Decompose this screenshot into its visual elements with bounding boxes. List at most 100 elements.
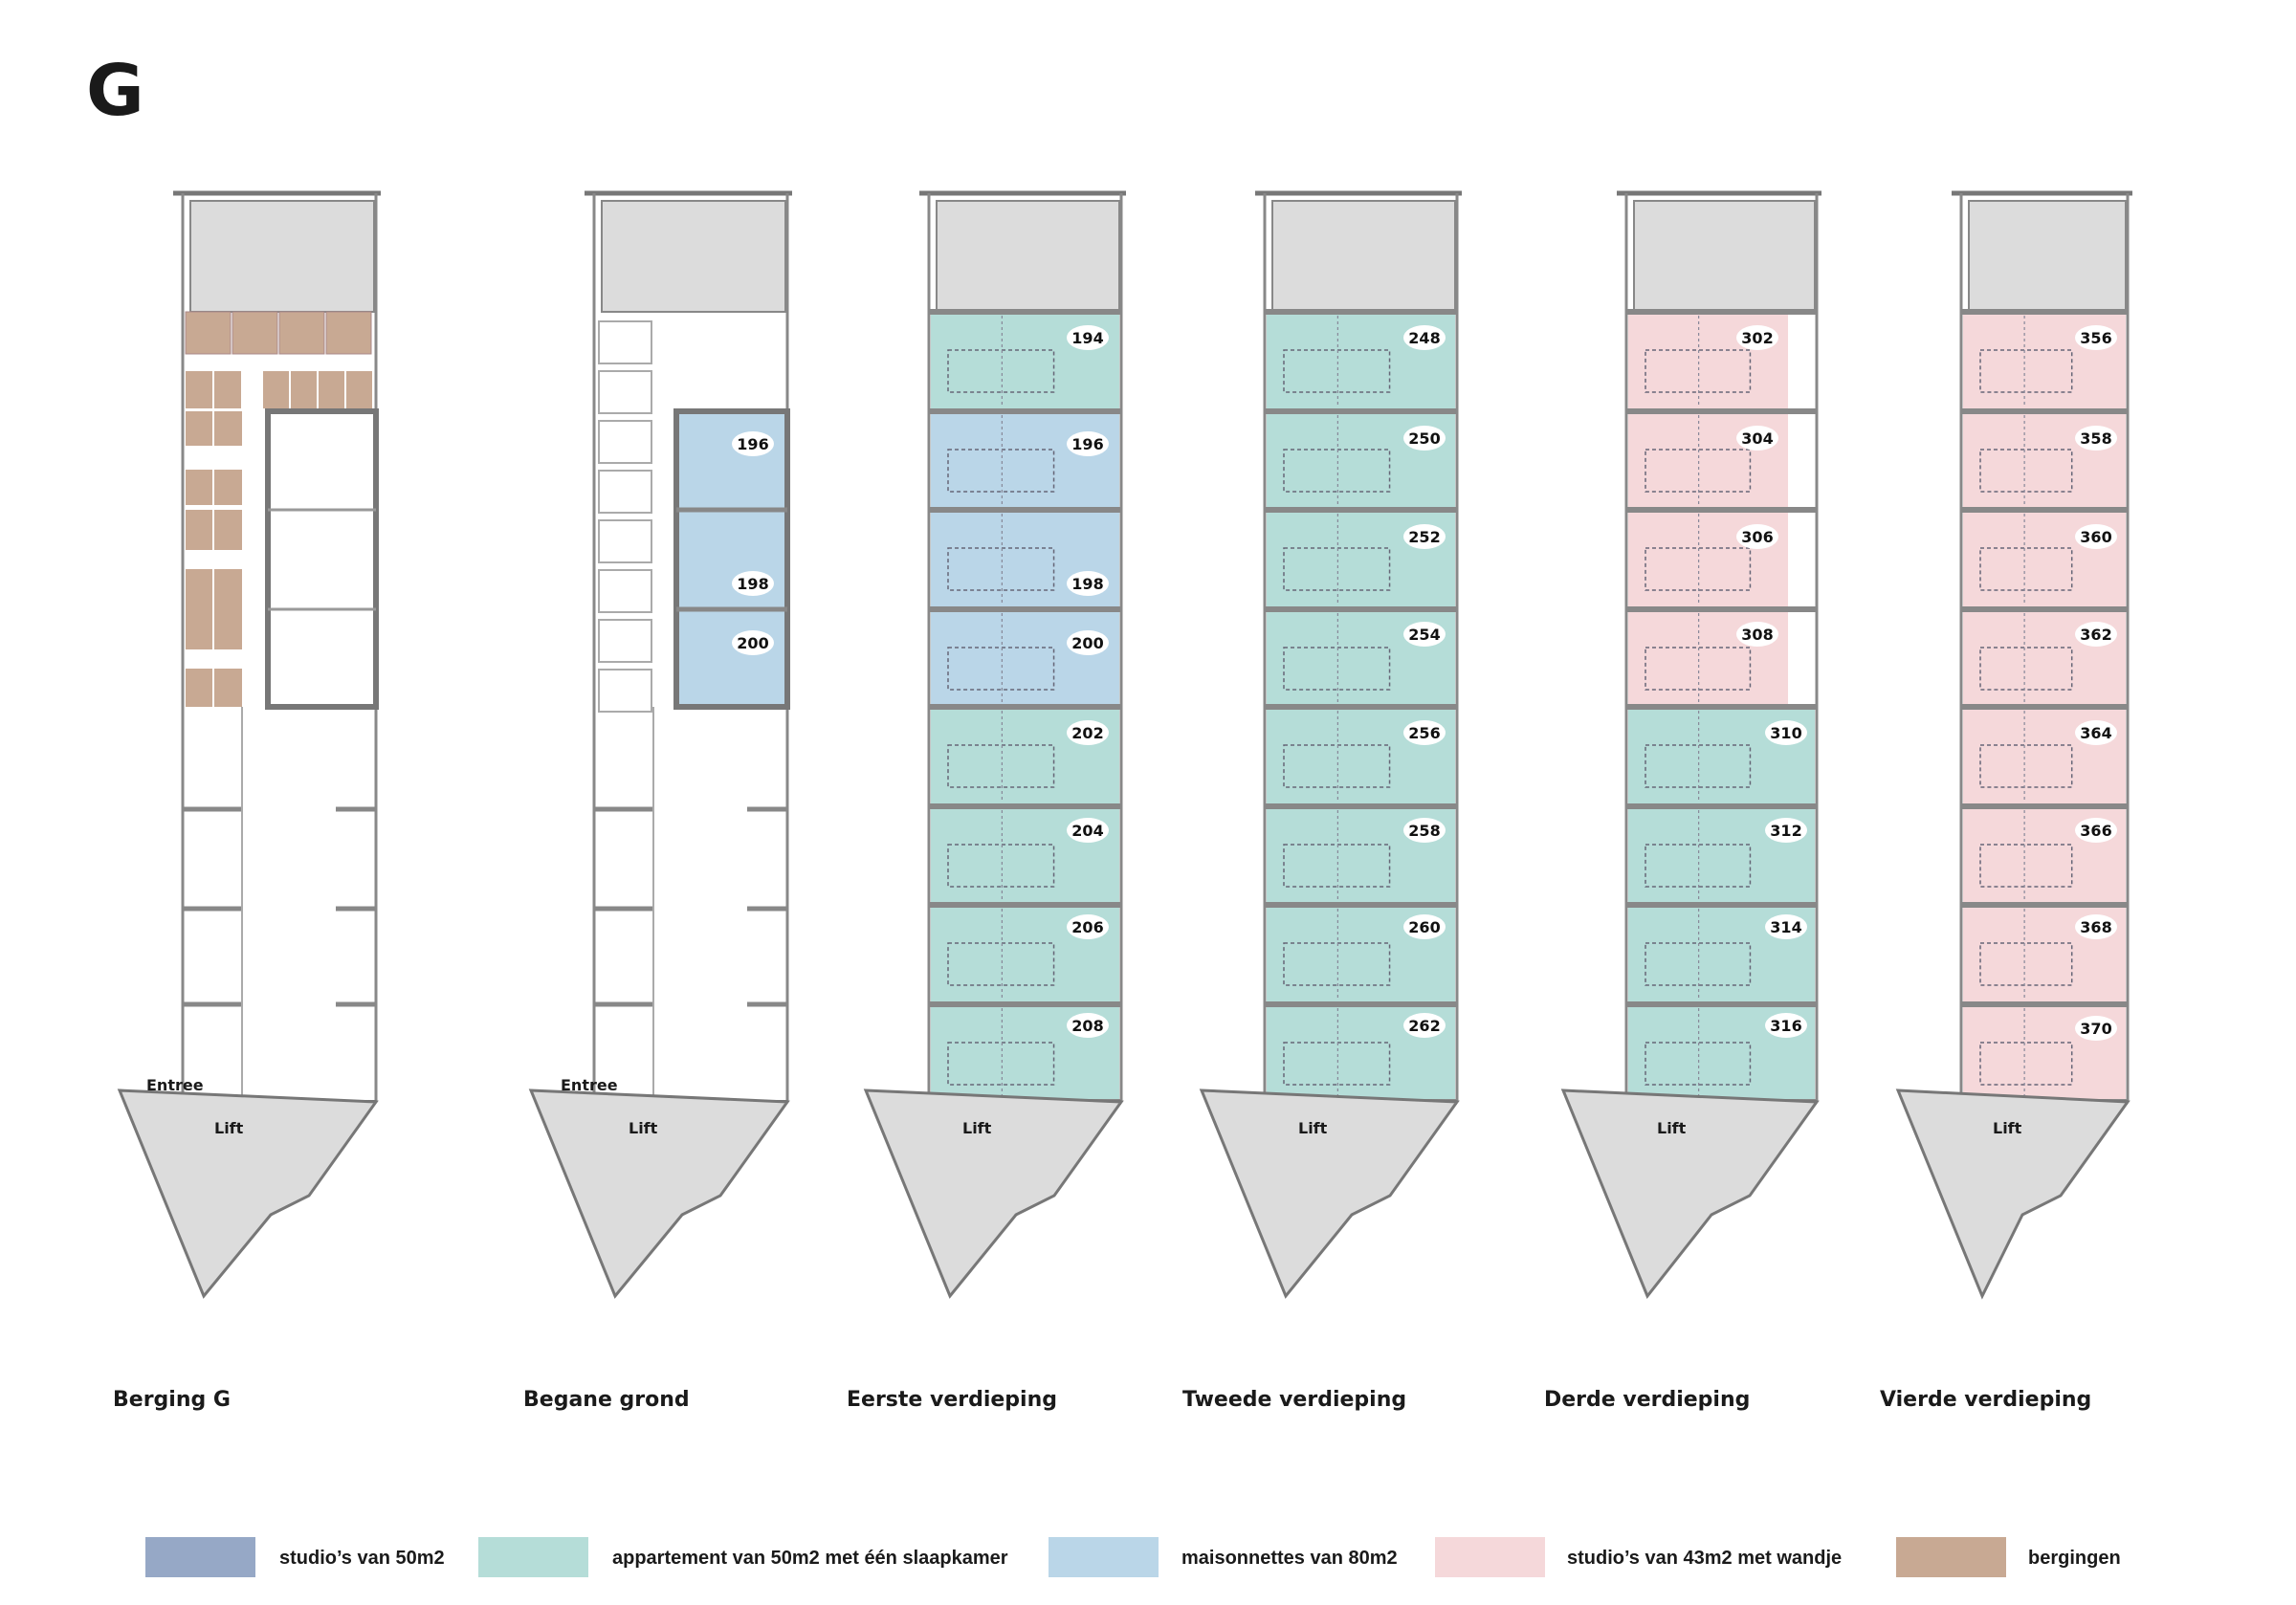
legend-label: maisonnettes van 80m2: [1181, 1548, 1398, 1569]
storage-unit: [186, 669, 212, 707]
storage-cell: [598, 470, 652, 514]
bathroom-outline: [947, 744, 1055, 788]
unit-number: 204: [1071, 822, 1103, 840]
lift-core: [1560, 1088, 1820, 1299]
unit-number: 370: [2080, 1020, 2111, 1038]
storage-unit: [214, 371, 241, 408]
storage-unit: [186, 411, 212, 446]
common-area: [189, 200, 375, 313]
legend-swatch: [1049, 1537, 1159, 1577]
unit-number: 302: [1741, 329, 1773, 347]
storage-unit: [186, 510, 212, 550]
lift-label: Lift: [1993, 1119, 2022, 1137]
bathroom-outline: [1283, 1042, 1391, 1086]
unit-number: 306: [1741, 528, 1773, 546]
unit-label-badge: [1067, 818, 1109, 843]
storage-unit: [291, 371, 317, 408]
unit-label-badge: [1403, 426, 1446, 451]
unit-label-badge: [1403, 914, 1446, 939]
unit-number: 358: [2080, 429, 2111, 448]
unit-number: 252: [1408, 528, 1440, 546]
unit-area: [931, 411, 1119, 510]
bathroom-outline: [947, 647, 1055, 691]
unit-label-badge: [2075, 1016, 2117, 1041]
unit-label-badge: [1765, 1013, 1807, 1038]
bathroom-outline: [1283, 449, 1391, 493]
unit-label-badge: [2075, 720, 2117, 745]
storage-unit: [186, 371, 212, 408]
bathroom-outline: [947, 942, 1055, 986]
unit-number: 200: [737, 634, 768, 652]
unit-number: 260: [1408, 918, 1440, 936]
bathroom-outline: [1283, 547, 1391, 591]
unit-number: 250: [1408, 429, 1440, 448]
legend-swatch: [478, 1537, 588, 1577]
storage-cell: [598, 669, 652, 713]
floor-title: Begane grond: [523, 1388, 690, 1412]
bathroom-outline: [947, 547, 1055, 591]
floor-title: Tweede verdieping: [1182, 1388, 1406, 1412]
unit-label-badge: [1736, 524, 1778, 549]
common-area: [1633, 200, 1816, 313]
unit-number: 364: [2080, 724, 2111, 742]
lift-label: Lift: [1657, 1119, 1687, 1137]
storage-unit: [214, 569, 242, 609]
unit-number: 198: [1071, 575, 1103, 593]
page-letter: G: [86, 50, 144, 132]
storage-unit: [186, 609, 212, 649]
storage-unit: [214, 609, 242, 649]
unit-number: 200: [1071, 634, 1103, 652]
storage-unit: [214, 669, 242, 707]
bathroom-outline: [947, 844, 1055, 888]
unit-number: 262: [1408, 1017, 1440, 1035]
unit-number: 256: [1408, 724, 1440, 742]
bathroom-outline: [1283, 744, 1391, 788]
unit-label-badge: [1736, 426, 1778, 451]
storage-cell: [598, 420, 652, 464]
unit-number: 258: [1408, 822, 1440, 840]
unit-number: 196: [1071, 435, 1103, 453]
unit-number: 316: [1770, 1017, 1801, 1035]
unit-area: [673, 408, 790, 710]
unit-number: 362: [2080, 626, 2111, 644]
unit-number: 254: [1408, 626, 1440, 644]
unit-label-badge: [1403, 524, 1446, 549]
unit-number: 314: [1770, 918, 1801, 936]
legend-label: bergingen: [2028, 1548, 2121, 1569]
bathroom-outline: [1283, 844, 1391, 888]
storage-unit: [325, 311, 372, 355]
unit-label-badge: [1067, 720, 1109, 745]
unit-label-badge: [2075, 914, 2117, 939]
bathroom-outline: [947, 1042, 1055, 1086]
common-area: [936, 200, 1120, 313]
storage-unit: [214, 470, 242, 505]
common-area: [601, 200, 786, 313]
unit-number: 368: [2080, 918, 2111, 936]
lift-label: Lift: [214, 1119, 244, 1137]
storage-cell: [598, 519, 652, 563]
unit-number: 198: [737, 575, 768, 593]
storage-unit: [319, 371, 344, 408]
unit-label-badge: [732, 431, 774, 456]
unit-label-badge: [1067, 1013, 1109, 1038]
unit-label-badge: [1765, 818, 1807, 843]
bathroom-outline: [1283, 349, 1391, 393]
unit-label-badge: [2075, 818, 2117, 843]
legend-label: appartement van 50m2 met één slaapkamer: [612, 1548, 1008, 1569]
unit-number: 304: [1741, 429, 1773, 448]
unit-label-badge: [2075, 325, 2117, 350]
unit-label-badge: [1403, 622, 1446, 647]
bathroom-outline: [947, 349, 1055, 393]
lift-core: [528, 1088, 790, 1299]
common-area: [1968, 200, 2127, 313]
technical-room: [265, 408, 379, 710]
unit-label-badge: [2075, 524, 2117, 549]
storage-unit: [346, 371, 372, 408]
lift-label: Lift: [1298, 1119, 1328, 1137]
storage-cell: [598, 619, 652, 663]
